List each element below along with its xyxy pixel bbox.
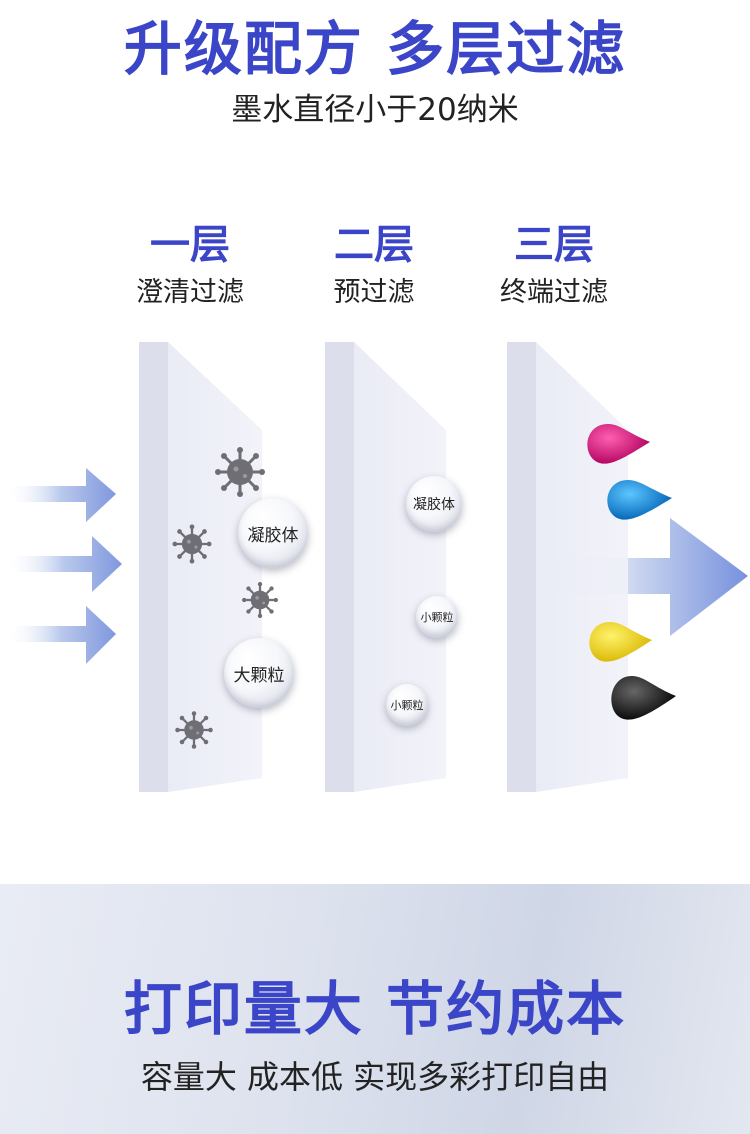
filter-pane-2: [325, 342, 446, 792]
virus-icon: [171, 523, 213, 565]
layer-1-desc: 澄清过滤: [136, 277, 244, 308]
small-particle-bubble: 小颗粒: [386, 684, 428, 726]
layer-3-desc: 终端过滤: [500, 277, 608, 308]
page-subtitle: 墨水直径小于20纳米: [231, 92, 519, 128]
layer-1-title: 一层: [150, 222, 230, 268]
output-arrow: [540, 518, 748, 636]
magenta-ink-drop-icon: [587, 424, 650, 464]
virus-icon: [240, 580, 280, 620]
input-arrow-2: [6, 536, 122, 592]
virus-icon: [174, 710, 214, 750]
large-particle-bubble: 大颗粒: [224, 638, 294, 708]
yellow-ink-drop-icon: [589, 622, 652, 662]
filter-pane-3: [507, 342, 628, 792]
colloid-bubble: 凝胶体: [238, 498, 308, 568]
layer-2-title: 二层: [334, 222, 414, 268]
black-ink-drop-icon: [611, 676, 676, 720]
layer-3-title: 三层: [514, 222, 594, 268]
filter-illustration: [6, 342, 748, 792]
small-particle-bubble: 小颗粒: [416, 596, 458, 638]
page-title: 升级配方 多层过滤: [123, 15, 627, 83]
cyan-ink-drop-icon: [607, 480, 672, 520]
footer-subtitle: 容量大 成本低 实现多彩打印自由: [140, 1058, 610, 1096]
footer-banner: [0, 884, 750, 1134]
input-arrow-3: [6, 606, 116, 664]
colloid-bubble-small: 凝胶体: [406, 476, 462, 532]
layer-2-desc: 预过滤: [333, 277, 415, 308]
virus-icon: [213, 445, 267, 499]
input-arrow-1: [6, 468, 116, 522]
footer-title: 打印量大 节约成本: [123, 975, 627, 1043]
